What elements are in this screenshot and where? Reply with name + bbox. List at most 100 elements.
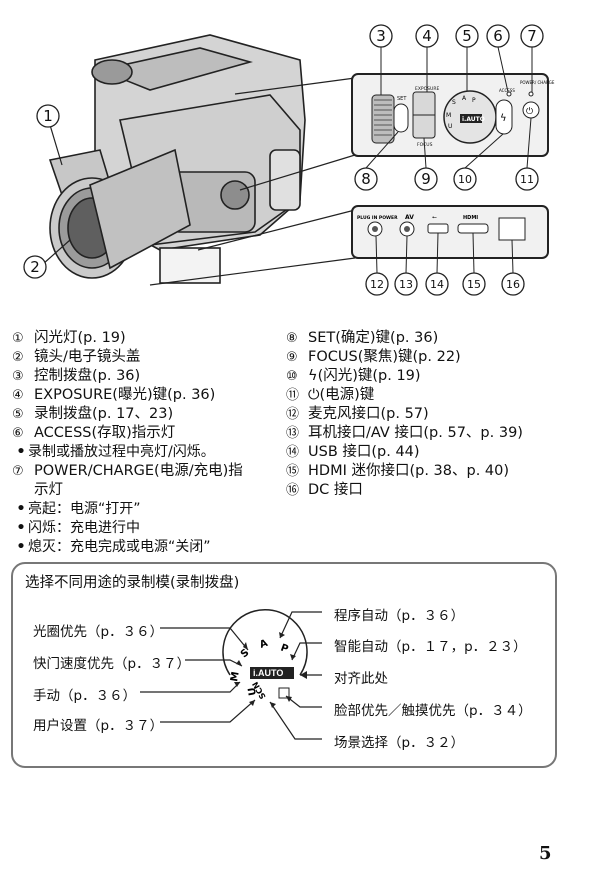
list-bullet-item: •录制或播放过程中亮灯/闪烁。 <box>12 443 297 462</box>
camera-figure: SET EXPOSURE FOCUS i.AUTO S A P M U ϟ ⏻ … <box>23 24 555 296</box>
svg-text:6: 6 <box>493 27 503 45</box>
dial-label-aperture: 光圈优先（p．３６） <box>33 624 164 640</box>
list-item: ① 闪光灯(p. 19) <box>12 329 297 348</box>
control-dial <box>371 94 395 144</box>
list-item: 示灯 <box>12 481 297 500</box>
list-bullet-item: •熄灭：充电完成或电源“关闭” <box>12 538 297 557</box>
callout-13: 13 <box>394 272 418 296</box>
svg-text:2: 2 <box>30 258 40 276</box>
list-item: ⑨ FOCUS(聚焦)键(p. 22) <box>286 348 586 367</box>
svg-text:14: 14 <box>430 278 444 291</box>
mode-dial-a: A <box>462 95 467 102</box>
hdmi-port <box>457 223 489 234</box>
item-text: USB 接口(p. 44) <box>308 444 420 460</box>
callout-11: 11 <box>515 167 539 191</box>
callout-leaders <box>365 46 533 274</box>
svg-text:10: 10 <box>458 173 472 186</box>
item-number: ⑥ <box>12 426 24 441</box>
list-item: ⑪⏻(电源)键 <box>286 386 586 405</box>
item-number <box>12 481 34 500</box>
item-text: 示灯 <box>34 482 63 498</box>
item-text: 麦克风接口(p. 57) <box>308 406 429 422</box>
item-number: ⑤ <box>12 407 24 422</box>
item-text: POWER/CHARGE(电源/充电)指 <box>34 463 243 479</box>
callout-12: 12 <box>365 272 389 296</box>
item-text: HDMI 迷你接口(p. 38、p. 40) <box>308 463 510 479</box>
item-text: 闪烁：充电进行中 <box>28 520 140 536</box>
svg-text:8: 8 <box>361 170 371 188</box>
item-text: ⏻(电源)键 <box>308 387 375 403</box>
dc-port <box>498 217 526 241</box>
item-text: FOCUS(聚焦)键(p. 22) <box>308 349 461 365</box>
page-number: 5 <box>539 843 552 864</box>
item-text: DC 接口 <box>308 482 363 498</box>
callout-16: 16 <box>501 272 525 296</box>
item-number: ⑭ <box>286 445 300 460</box>
dial-label-align: 对齐此处 <box>334 671 388 687</box>
callout-10: 10 <box>453 167 477 191</box>
dial-diagram-s: S <box>239 647 252 660</box>
dial-label-face: 脸部优先／触摸优先（p．３４） <box>334 703 532 719</box>
dial-label-shutter: 快门速度优先（p．３７） <box>33 656 191 672</box>
mode-dial-diagram: i.AUTO S A P M U SCN <box>140 609 322 740</box>
plug-in-power-marking: PLUG IN POWER <box>357 215 398 221</box>
usb-port <box>427 223 449 234</box>
dial-label-manual: 手动（p．３６） <box>33 688 137 704</box>
dial-section-box <box>11 562 557 768</box>
bullet-marker: • <box>16 444 26 460</box>
set-button <box>393 103 409 133</box>
item-text: 闪光灯(p. 19) <box>34 330 126 346</box>
item-number: ⑨ <box>286 350 298 365</box>
svg-text:3: 3 <box>376 27 386 45</box>
bullet-marker: • <box>16 539 26 555</box>
item-text: 录制或播放过程中亮灯/闪烁。 <box>28 444 215 460</box>
item-number: ① <box>12 331 24 346</box>
callout-8: 8 <box>354 167 378 191</box>
mode-dial-m: M <box>446 112 451 119</box>
callout-3: 3 <box>369 24 393 48</box>
power-charge-marking: POWER/ CHARGE <box>520 80 555 85</box>
list-bullet-item: •亮起：电源“打开” <box>12 500 297 519</box>
dial-label-program: 程序自动（p．３６） <box>334 608 465 624</box>
svg-text:15: 15 <box>467 278 481 291</box>
item-number: ⑬ <box>286 426 300 441</box>
item-text: 控制拨盘(p. 36) <box>34 368 141 384</box>
flash-icon: ϟ <box>500 113 507 124</box>
item-number: ② <box>12 350 24 365</box>
flash-button <box>495 99 513 135</box>
item-number: ⑧ <box>286 331 298 346</box>
callouts: 1 2 3 4 5 6 7 8 9 10 11 12 13 14 15 16 <box>23 24 544 296</box>
svg-text:12: 12 <box>370 278 384 291</box>
callout-1: 1 <box>36 104 60 128</box>
av-marking: AV <box>405 214 414 221</box>
svg-text:13: 13 <box>399 278 413 291</box>
callout-5: 5 <box>455 24 479 48</box>
dial-diagram-m: M <box>229 671 242 683</box>
item-text: EXPOSURE(曝光)键(p. 36) <box>34 387 216 403</box>
list-bullet-item: •闪烁：充电进行中 <box>12 519 297 538</box>
svg-text:5: 5 <box>462 27 472 45</box>
callout-9: 9 <box>414 167 438 191</box>
svg-text:7: 7 <box>527 27 537 45</box>
mode-dial-u: U <box>448 123 452 130</box>
callout-14: 14 <box>425 272 449 296</box>
item-number: ⑫ <box>286 407 300 422</box>
list-item: ⑫ 麦克风接口(p. 57) <box>286 405 586 424</box>
mode-dial-p: P <box>472 97 476 104</box>
svg-text:11: 11 <box>520 173 534 186</box>
svg-text:16: 16 <box>506 278 520 291</box>
camera-illustration <box>48 34 306 284</box>
callout-2: 2 <box>23 255 47 279</box>
callout-6: 6 <box>486 24 510 48</box>
dial-diagram-scn: SCN <box>251 680 268 700</box>
callout-7: 7 <box>520 24 544 48</box>
